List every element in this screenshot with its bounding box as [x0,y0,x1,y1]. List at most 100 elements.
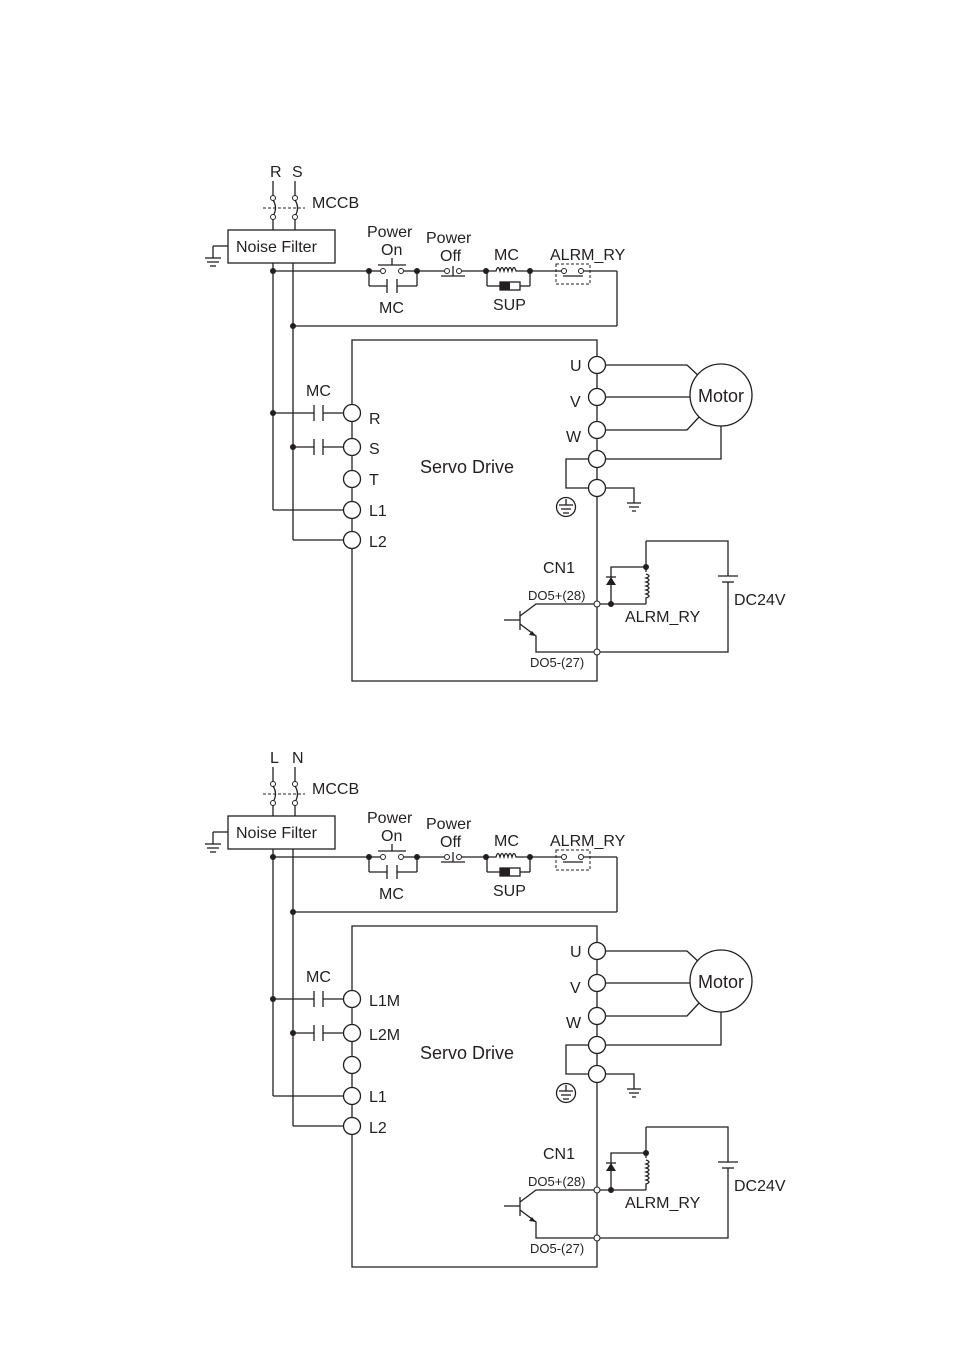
mc-holding-contact [369,271,417,293]
transistor-icon [504,1190,597,1238]
terminal-left-1 [344,405,361,422]
relay-circuit [600,1127,738,1238]
motor-label: Motor [698,972,744,992]
supply-label: DC24V [734,1178,786,1195]
terminal-left-label-5: L2 [369,1120,387,1137]
terminal-ground [589,1066,606,1083]
mc-main-contact-2 [290,1025,344,1041]
mccb-breaker [263,767,305,816]
terminal-w [589,422,606,439]
terminal-v [589,975,606,992]
servo-drive-box [352,340,597,681]
power-off-switch [417,852,486,862]
power-on-switch [369,844,417,860]
terminal-left-label-4: L1 [369,503,387,520]
terminal-left-3 [344,1057,361,1074]
terminal-v-label: V [570,394,581,411]
terminal-w-label: W [566,1015,582,1032]
input-label-right: N [292,750,304,767]
terminal-u-label: U [570,944,582,961]
mccb-label: MCCB [312,781,359,798]
mccb-label: MCCB [312,195,359,212]
protective-earth-icon [557,1084,576,1103]
alarm-contact [293,850,617,912]
terminal-motor-ground [589,451,606,468]
relay-circuit [600,541,738,652]
mc-main-contact-2 [290,439,344,455]
alarm-contact [293,264,617,326]
do-plus-label: DO5+(28) [528,1174,585,1189]
do-plus-pin [594,1187,600,1193]
relay-label: ALRM_RY [625,609,701,626]
filter-ground-icon [205,832,228,852]
input-label-right: S [292,164,303,181]
power-off-label-2: Off [440,248,462,265]
terminal-left-3 [344,471,361,488]
power-off-switch [417,266,486,276]
terminal-left-label-1: R [369,411,381,428]
terminal-left-2 [344,439,361,456]
do-plus-label: DO5+(28) [528,588,585,603]
mc-holding-label: MC [379,300,404,317]
power-on-switch [369,258,417,274]
terminal-v-label: V [570,980,581,997]
power-off-label-2: Off [440,834,462,851]
terminal-left-4 [344,1088,361,1105]
mc-coil-icon [486,268,530,291]
mc-main-contact-1 [270,405,344,421]
terminal-left-label-4: L1 [369,1089,387,1106]
mccb-breaker [263,181,305,230]
terminal-v [589,389,606,406]
do-minus-pin [594,1235,600,1241]
do-minus-pin [594,649,600,655]
terminal-left-5 [344,532,361,549]
alarm-contact-label: ALRM_RY [550,247,626,264]
wiring-diagram-2: L N MCCB Noise Filter [205,750,786,1267]
mc-coil-label: MC [494,833,519,850]
power-on-label-2: On [381,242,402,259]
protective-earth-icon [557,498,576,517]
sup-label: SUP [493,297,526,314]
sup-label: SUP [493,883,526,900]
cn1-label: CN1 [543,1146,575,1163]
servo-drive-label: Servo Drive [420,1043,514,1063]
terminal-u [589,943,606,960]
do-minus-label: DO5-(27) [530,655,584,670]
mc-coil-icon [486,854,530,877]
terminal-u [589,357,606,374]
terminal-left-label-5: L2 [369,534,387,551]
terminal-ground [589,480,606,497]
filter-ground-icon [205,246,228,266]
mc-coil-label: MC [494,247,519,264]
terminal-left-label-2: S [369,441,380,458]
alarm-contact-label: ALRM_RY [550,833,626,850]
terminal-left-4 [344,502,361,519]
mc-holding-label: MC [379,886,404,903]
terminal-w-label: W [566,429,582,446]
mc-main-contact-1 [270,991,344,1007]
input-label-left: L [270,750,279,767]
wiring-diagram-1: R S MCCB Noise Filter [205,164,786,681]
noise-filter-label: Noise Filter [236,239,318,256]
terminal-left-label-3: T [369,472,379,489]
input-label-left: R [270,164,282,181]
power-on-label-1: Power [367,810,413,827]
transistor-icon [504,604,597,652]
terminal-left-5 [344,1118,361,1135]
motor-label: Motor [698,386,744,406]
terminal-left-label-2: L2M [369,1027,400,1044]
power-off-label-1: Power [426,816,472,833]
mc-holding-contact [369,857,417,879]
terminal-left-1 [344,991,361,1008]
noise-filter-label: Noise Filter [236,825,318,842]
terminal-motor-ground [589,1037,606,1054]
relay-label: ALRM_RY [625,1195,701,1212]
power-off-label-1: Power [426,230,472,247]
servo-drive-box [352,926,597,1267]
servo-drive-label: Servo Drive [420,457,514,477]
terminal-left-label-1: L1M [369,993,400,1010]
mc-main-label: MC [306,969,331,986]
do-plus-pin [594,601,600,607]
power-on-label-2: On [381,828,402,845]
